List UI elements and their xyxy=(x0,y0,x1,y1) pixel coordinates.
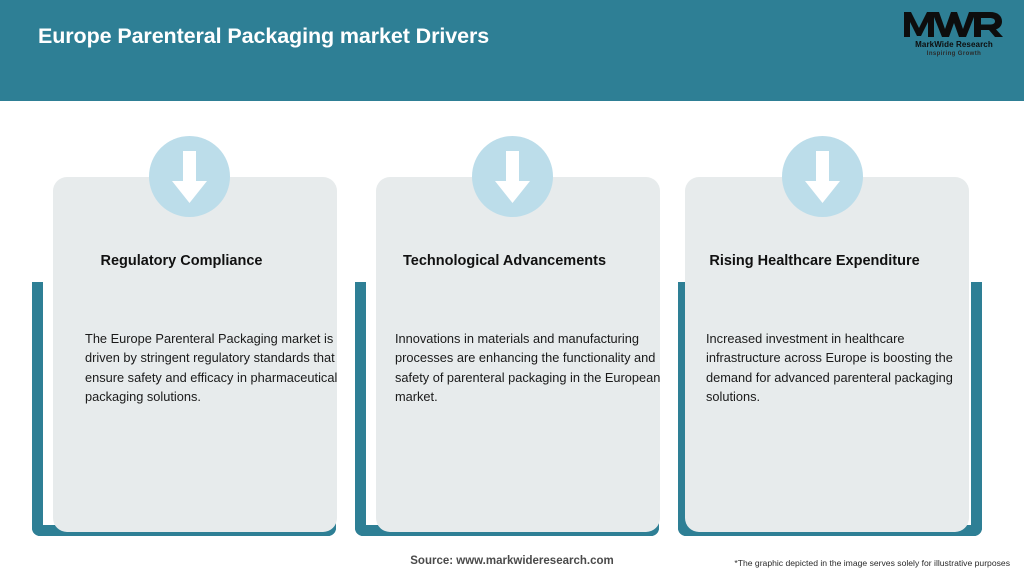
down-arrow-icon xyxy=(472,136,553,217)
card-heading: Regulatory Compliance xyxy=(100,253,263,269)
markwide-research-logo: MarkWide Research Inspiring Growth xyxy=(902,9,1006,61)
driver-card: Rising Healthcare Expenditure Increased … xyxy=(672,101,983,541)
down-arrow-icon xyxy=(149,136,230,217)
card-panel xyxy=(376,177,660,532)
down-arrow-icon xyxy=(782,136,863,217)
drivers-card-row: Regulatory Compliance The Europe Parente… xyxy=(0,101,1024,541)
card-panel xyxy=(685,177,969,532)
down-arrow-glyph xyxy=(495,151,530,203)
down-arrow-glyph xyxy=(172,151,207,203)
driver-card: Technological Advancements Innovations i… xyxy=(349,101,660,541)
card-heading: Technological Advancements xyxy=(402,253,607,269)
mwr-logo-mark xyxy=(904,12,1003,37)
card-body-text: The Europe Parenteral Packaging market i… xyxy=(85,331,338,404)
logo-company-name: MarkWide Research xyxy=(915,40,993,49)
logo-tagline: Inspiring Growth xyxy=(926,51,982,57)
down-arrow-glyph xyxy=(805,151,840,203)
source-label: Source: www.markwideresearch.com xyxy=(410,555,614,567)
driver-card: Regulatory Compliance The Europe Parente… xyxy=(26,101,337,541)
card-body-text: Innovations in materials and manufacturi… xyxy=(395,331,661,404)
disclaimer-label: *The graphic depicted in the image serve… xyxy=(734,558,1010,568)
page-title: Europe Parenteral Packaging market Drive… xyxy=(38,24,490,48)
card-panel xyxy=(53,177,337,532)
card-heading: Rising Healthcare Expenditure xyxy=(709,253,920,269)
card-body-text: Increased investment in healthcare infra… xyxy=(706,331,953,404)
header-band xyxy=(0,0,1024,101)
